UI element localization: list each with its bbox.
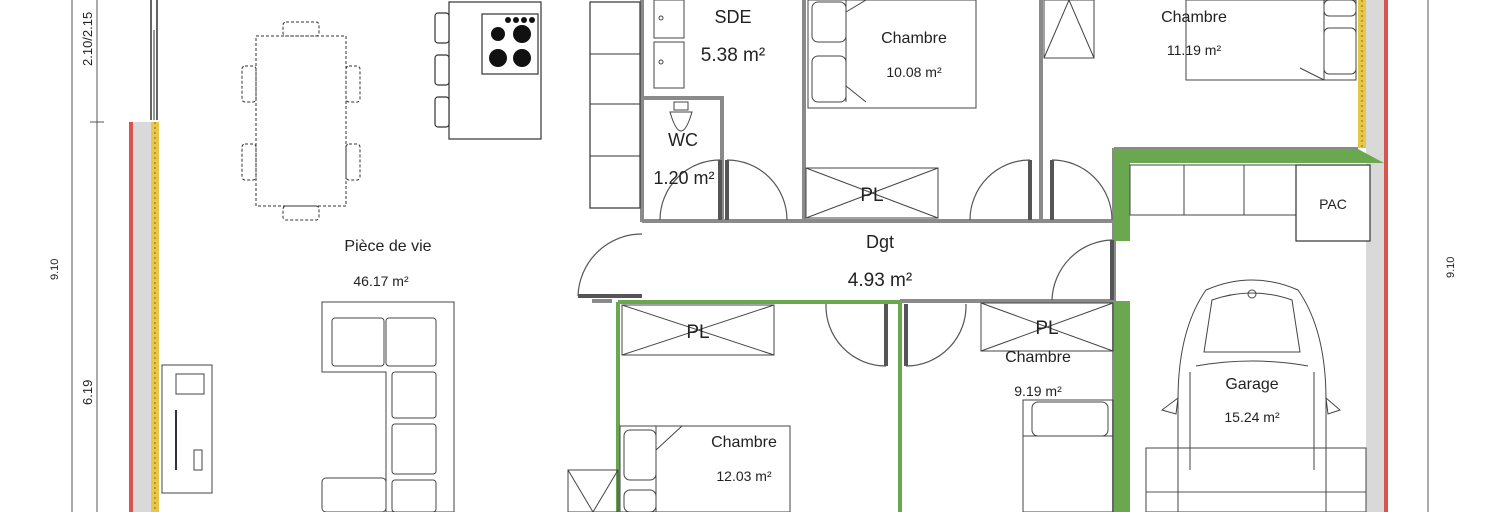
pac-unit <box>1295 164 1371 242</box>
room-area-chambre-2: 11.19 m² <box>1167 42 1222 58</box>
room-area-chambre-3: 9.19 m² <box>1014 383 1062 399</box>
dim-left-top: 2.10/2.15 <box>80 12 95 66</box>
garage-cabinets <box>1129 164 1297 216</box>
room-name-garage: Garage <box>1225 376 1278 393</box>
room-name-wc: WC <box>668 130 698 150</box>
room-area-garage: 15.24 m² <box>1224 409 1280 425</box>
room-name-chambre-1: Chambre <box>881 30 947 47</box>
bed-chambre-2 <box>1185 0 1357 81</box>
room-area-chambre-1: 10.08 m² <box>886 64 942 80</box>
room-name-piece-de-vie: Pièce de vie <box>344 238 431 255</box>
room-area-piece-de-vie: 46.17 m² <box>353 273 409 289</box>
tv-unit <box>161 364 213 494</box>
dim-left-mid: 9.10 <box>49 259 61 280</box>
room-area-dgt: 4.93 m² <box>848 270 912 291</box>
room-name-chambre-4: Chambre <box>711 434 777 451</box>
left-window <box>150 0 158 120</box>
dimension-lines <box>71 0 1429 512</box>
room-name-sde: SDE <box>714 7 751 27</box>
dining-table <box>241 21 361 221</box>
right-exterior-wall <box>1358 0 1388 512</box>
room-area-wc: 1.20 m² <box>653 168 714 188</box>
room-name-chambre-3: Chambre <box>1005 349 1071 366</box>
placard-chambre-1 <box>805 167 939 219</box>
room-area-chambre-4: 12.03 m² <box>716 468 772 484</box>
room-name-chambre-2: Chambre <box>1161 9 1227 26</box>
pac-label: PAC <box>1319 196 1347 212</box>
sofa <box>321 301 455 512</box>
doors <box>577 159 1114 367</box>
placard-label: PL <box>1035 318 1058 339</box>
green-walls <box>616 149 1384 512</box>
room-area-sde: 5.38 m² <box>701 45 765 66</box>
dim-left-bottom: 6.19 <box>80 380 95 405</box>
interior-walls <box>592 0 1358 512</box>
bed-chambre-4 <box>619 425 791 512</box>
garage-car <box>1145 279 1367 512</box>
wardrobe-chambre-4 <box>567 469 619 512</box>
placard-label: PL <box>860 185 883 206</box>
placard-chambre-3 <box>980 302 1114 352</box>
kitchen-cabinets <box>589 1 641 209</box>
bed-chambre-3 <box>1022 399 1114 512</box>
bed-chambre-1 <box>807 0 977 109</box>
placard-chambre-4 <box>621 304 775 356</box>
room-name-dgt: Dgt <box>866 232 894 252</box>
wardrobe-chambre-2 <box>1043 0 1095 59</box>
placard-label: PL <box>686 322 709 343</box>
dim-right: 9.10 <box>1445 257 1457 278</box>
left-exterior-wall <box>129 122 159 512</box>
wc-toilet <box>669 101 693 132</box>
sde-double-sink <box>653 0 685 89</box>
kitchen-island <box>434 1 542 140</box>
